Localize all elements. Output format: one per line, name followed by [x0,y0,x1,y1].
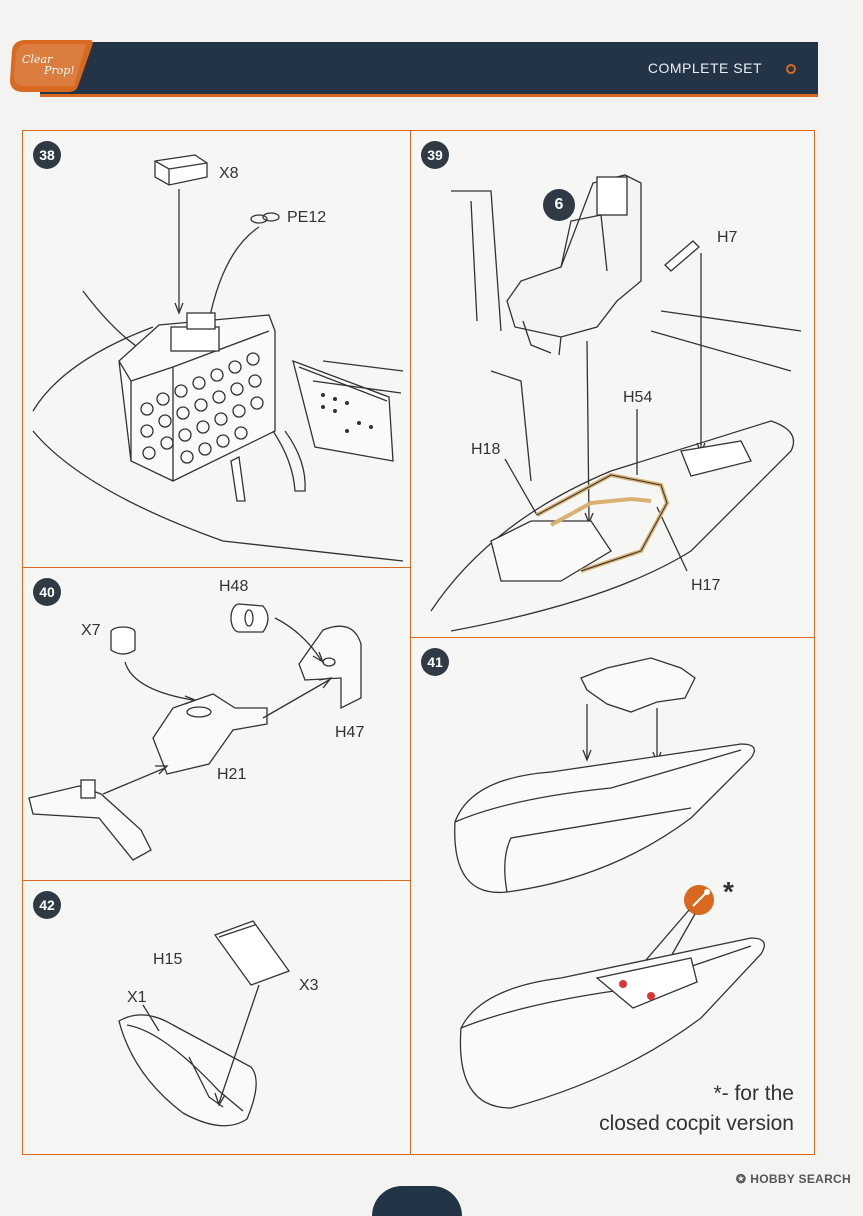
step-number: 41 [421,648,449,676]
header-target-icon [786,64,796,74]
part-label-x7: X7 [81,622,101,639]
part-label-x8: X8 [219,165,239,182]
note-line-2: closed cocpit version [599,1112,794,1135]
sub-assembly-6-badge: 6 [543,189,575,221]
part-label-h48: H48 [219,578,249,595]
clear-prop-logo: Clear Prop! [10,40,93,92]
step-38-panel: 38 X8 PE12 [22,130,411,568]
part-label-h54: H54 [623,389,653,406]
part-label-h17: H17 [691,577,721,594]
step-39-drawing [430,174,802,632]
asterisk-label: * [723,876,734,907]
step-38-drawing [32,154,404,562]
header-title: COMPLETE SET [647,60,762,76]
part-label-h18: H18 [471,441,501,458]
glue-point-icon [619,980,627,988]
part-label-h15: H15 [153,951,183,968]
step-41-drawing [454,657,765,1109]
step-number: 40 [33,578,61,606]
glue-point-icon [647,992,655,1000]
step-40-drawing [28,603,362,861]
part-label-h21: H21 [217,766,247,783]
step-40-panel: 40 H48 X7 H47 H21 [22,567,411,881]
step-number: 39 [421,141,449,169]
step-42-drawing [118,920,291,1127]
svg-text:Clear: Clear [22,53,53,66]
part-label-h7: H7 [717,229,738,246]
header-bar: COMPLETE SET [40,42,818,97]
step-number: 38 [33,141,61,169]
part-label-pe12: PE12 [287,209,327,226]
note-line-1: *- for the [713,1082,794,1105]
step-42-panel: 42 H15 X1 X3 [22,880,411,1155]
footer-brand-text: HOBBY SEARCH [750,1172,851,1186]
part-label-x3: X3 [299,977,319,994]
footer-brand: ✪HOBBY SEARCH [736,1172,851,1186]
part-label-h47: H47 [335,724,365,741]
step-39-panel: 39 6 H7 H54 H18 H17 [410,130,815,638]
svg-text:Prop!: Prop! [43,64,75,77]
step-41-panel: 41 * *- for the closed cocpit version [410,637,815,1155]
hobby-search-logo-icon: ✪ [735,1172,747,1186]
step-number: 42 [33,891,61,919]
page-number-tab [372,1186,462,1216]
part-label-x1: X1 [127,989,147,1006]
